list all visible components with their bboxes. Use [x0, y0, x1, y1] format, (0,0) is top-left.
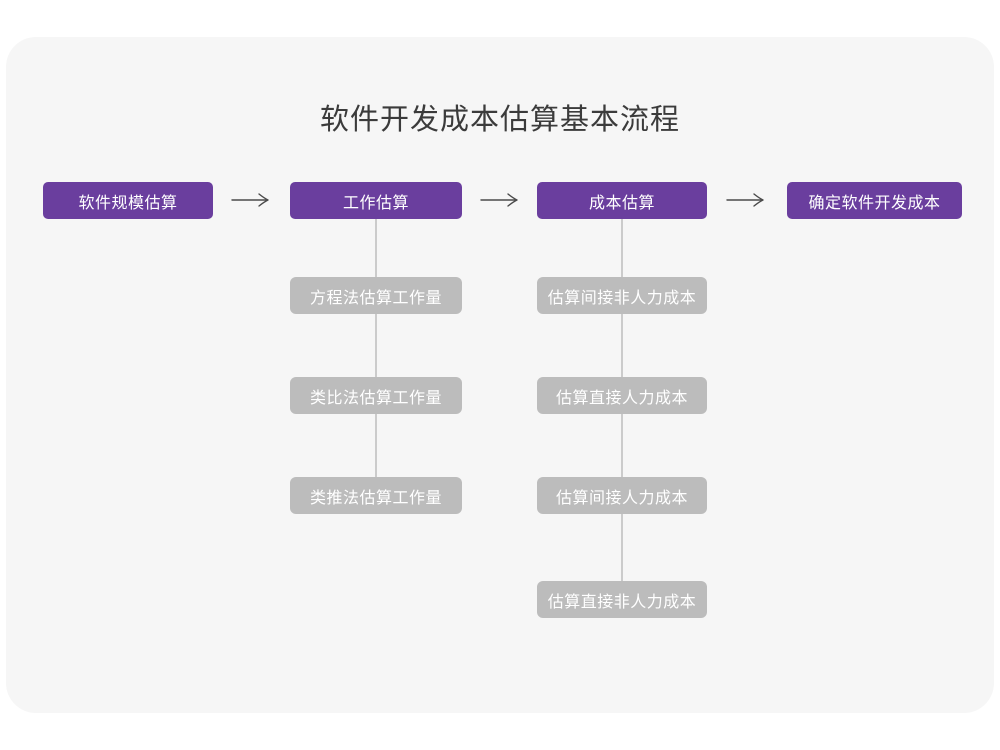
sub-node-label: 类比法估算工作量 — [309, 389, 442, 407]
sub-node-equation-method: 方程法估算工作量 — [290, 277, 462, 314]
flow-node-label: 确定软件开发成本 — [808, 194, 941, 212]
flow-node-software-scale-estimation: 软件规模估算 — [43, 182, 213, 219]
sub-node-label: 估算间接人力成本 — [555, 489, 688, 507]
sub-node-indirect-nonlabor-cost: 估算间接非人力成本 — [537, 277, 707, 314]
sub-node-label: 估算直接人力成本 — [555, 389, 688, 407]
sub-node-label: 估算间接非人力成本 — [547, 289, 697, 307]
sub-node-label: 类推法估算工作量 — [309, 489, 442, 507]
flow-node-determine-software-dev-cost: 确定软件开发成本 — [787, 182, 962, 219]
sub-node-extrapolation-method: 类推法估算工作量 — [290, 477, 462, 514]
flow-node-work-estimation: 工作估算 — [290, 182, 462, 219]
diagram-title: 软件开发成本估算基本流程 — [319, 104, 680, 136]
sub-node-label: 估算直接非人力成本 — [547, 593, 697, 611]
sub-node-direct-labor-cost: 估算直接人力成本 — [537, 377, 707, 414]
sub-node-label: 方程法估算工作量 — [309, 289, 442, 307]
sub-node-analogy-method: 类比法估算工作量 — [290, 377, 462, 414]
arrow-right-icon — [480, 193, 518, 207]
arrow-right-icon — [231, 193, 269, 207]
flow-node-label: 软件规模估算 — [78, 194, 178, 212]
arrow-right-icon — [726, 193, 764, 207]
sub-node-direct-nonlabor-cost: 估算直接非人力成本 — [537, 581, 707, 618]
flow-node-cost-estimation: 成本估算 — [537, 182, 707, 219]
flow-node-label: 成本估算 — [588, 194, 655, 212]
flow-node-label: 工作估算 — [342, 194, 409, 212]
connector-line-work-estimation — [375, 219, 377, 480]
flowchart-canvas — [6, 37, 994, 713]
sub-node-indirect-labor-cost: 估算间接人力成本 — [537, 477, 707, 514]
